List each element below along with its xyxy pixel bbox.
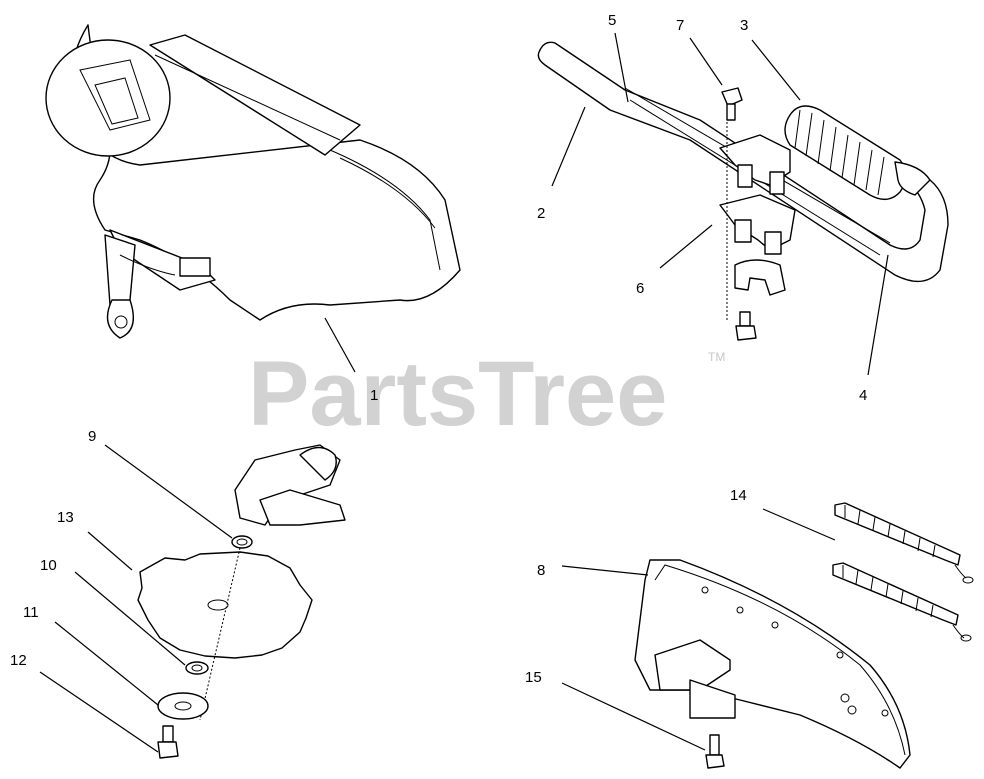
leader-11: [54, 621, 159, 706]
callout-5[interactable]: 5: [608, 12, 616, 29]
callout-9[interactable]: 9: [88, 428, 96, 445]
leader-12: [39, 671, 159, 753]
leader-4: [867, 254, 889, 376]
harness-shoulder-pad: [45, 39, 171, 157]
leader-1: [324, 317, 356, 373]
trimmer-line-lower-part[interactable]: [832, 562, 972, 642]
trimmer-line-upper-part[interactable]: [834, 502, 974, 584]
handle-clamp-part[interactable]: [719, 110, 796, 320]
harness-part[interactable]: [45, 24, 461, 339]
callout-12[interactable]: 12: [10, 652, 27, 669]
callout-2[interactable]: 2: [537, 205, 545, 222]
leader-13: [87, 531, 133, 571]
leader-7: [689, 37, 723, 86]
clamp-screw-part[interactable]: [721, 87, 743, 121]
callout-4[interactable]: 4: [859, 387, 867, 404]
leader-2: [551, 106, 586, 187]
leader-6: [659, 224, 713, 269]
gearhead-part[interactable]: [231, 444, 346, 549]
watermark-brand: PartsTree: [248, 343, 667, 445]
leader-10: [74, 571, 186, 666]
blade-nut-part[interactable]: [157, 725, 179, 759]
handle-grip-part[interactable]: [784, 105, 931, 200]
callout-13[interactable]: 13: [57, 509, 74, 526]
callout-11[interactable]: 11: [23, 604, 39, 621]
washer-part[interactable]: [185, 661, 209, 675]
callout-10[interactable]: 10: [40, 557, 57, 574]
leader-14: [762, 508, 836, 541]
leader-3: [751, 39, 801, 101]
leader-8: [561, 565, 649, 576]
callout-1[interactable]: 1: [370, 387, 378, 404]
blade-guard-part[interactable]: [634, 559, 911, 769]
guard-bolt-part[interactable]: [705, 734, 725, 769]
callout-7[interactable]: 7: [676, 17, 684, 34]
watermark-trademark: TM: [708, 350, 725, 364]
clamp-nut-part[interactable]: [735, 311, 757, 341]
callout-15[interactable]: 15: [525, 669, 542, 686]
callout-6[interactable]: 6: [636, 280, 644, 297]
trimmer-blade-part[interactable]: [137, 547, 313, 721]
callout-14[interactable]: 14: [730, 487, 747, 504]
blade-cup-part[interactable]: [157, 692, 209, 720]
leader-lines: [39, 32, 889, 753]
callout-3[interactable]: 3: [740, 17, 748, 34]
callout-8[interactable]: 8: [537, 562, 545, 579]
leader-9: [104, 444, 233, 539]
leader-5: [614, 32, 629, 103]
leader-15: [561, 682, 706, 751]
